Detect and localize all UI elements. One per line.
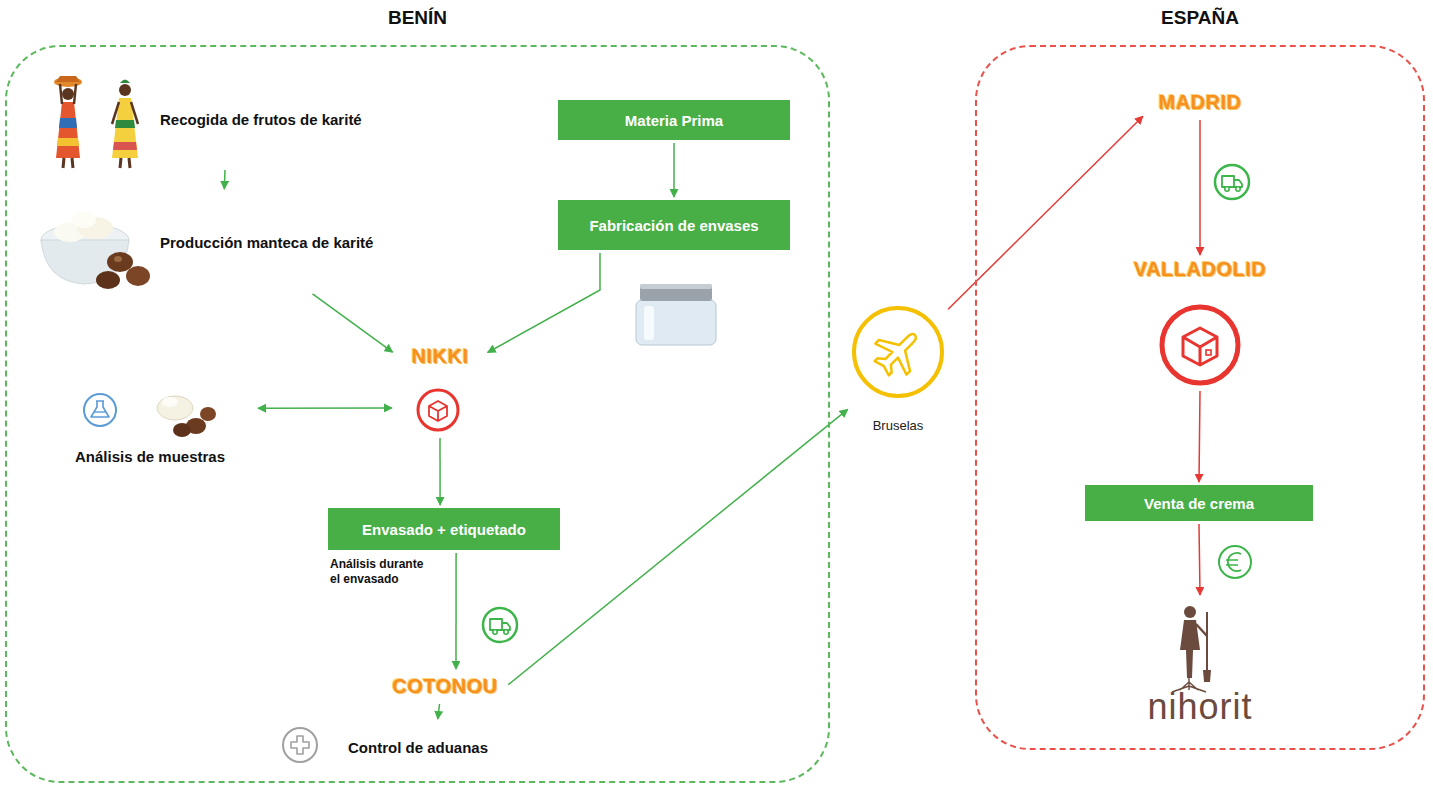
flow-arrow: [313, 294, 393, 352]
flow-arrow: [673, 143, 675, 197]
customs-icon: [283, 728, 317, 762]
warehouse-icon: [418, 390, 458, 430]
process-box: Materia Prima: [558, 100, 790, 140]
truck-icon: [1215, 165, 1249, 199]
flow-arrow: [1199, 391, 1200, 482]
node-text: VALLADOLID: [1134, 258, 1266, 281]
euro-icon: [1219, 546, 1251, 578]
node-text: Materia Prima: [625, 112, 723, 129]
node-text: NIKKI: [412, 345, 469, 368]
flow-arrow: [438, 704, 440, 719]
note-label: Análisis durante el envasado: [330, 557, 430, 587]
city-node: VALLADOLID: [1120, 258, 1280, 388]
logo-figure: [1172, 606, 1211, 692]
flow-arrow: [1199, 120, 1201, 255]
node-text: Producción manteca de karité: [160, 234, 373, 251]
node-text: nihorit: [1147, 686, 1252, 728]
node-text: Control de aduanas: [348, 739, 488, 756]
flow-arrow: [948, 116, 1143, 309]
plane-icon: [854, 308, 942, 396]
region-heading: BENÍN: [7, 7, 828, 29]
node-text: Envasado + etiquetado: [362, 521, 526, 538]
flow-arrow: [488, 253, 600, 353]
warehouse-icon: [1162, 307, 1238, 383]
country-region: BENÍNRecogida de frutos de karitéProducc…: [5, 45, 830, 783]
sample-illustration: [157, 396, 216, 437]
country-region: ESPAÑAMADRIDVALLADOLIDVenta de cremaniho…: [975, 45, 1425, 750]
airport-node: Bruselas: [850, 305, 946, 433]
shea-butter-illustration: [41, 212, 150, 289]
step-label: Recogida de frutos de karité: [40, 72, 420, 167]
flow-arrow: [224, 170, 226, 189]
truck-icon: [483, 608, 517, 642]
brand-logo: nihorit: [1125, 598, 1275, 728]
region-heading: ESPAÑA: [977, 7, 1423, 29]
node-text: Venta de crema: [1144, 495, 1254, 512]
process-box: Envasado + etiquetado: [328, 508, 560, 550]
process-box: Venta de crema: [1085, 485, 1313, 521]
node-text: MADRID: [1159, 91, 1242, 114]
city-node: MADRID: [1145, 88, 1255, 117]
node-text: Bruselas: [873, 418, 924, 433]
jar-illustration: [636, 284, 716, 345]
women-illustration: [54, 76, 138, 168]
city-node: NIKKI: [395, 345, 485, 435]
flow-arrow: [258, 407, 392, 409]
node-text: COTONOU: [392, 675, 497, 698]
node-text: Análisis de muestras: [75, 448, 225, 465]
node-text: Recogida de frutos de karité: [160, 111, 362, 128]
flow-arrow: [455, 553, 457, 669]
process-box: Fabricación de envases: [558, 200, 790, 250]
flow-arrow: [1199, 524, 1200, 595]
step-label: Producción manteca de karité: [38, 192, 418, 292]
step-label: Análisis de muestras: [45, 385, 255, 465]
step-label: Control de aduanas: [280, 722, 505, 772]
city-node: COTONOU: [384, 672, 506, 701]
node-text: Fabricación de envases: [589, 217, 758, 234]
lab-icon: [84, 394, 116, 426]
flow-arrow: [439, 438, 441, 505]
